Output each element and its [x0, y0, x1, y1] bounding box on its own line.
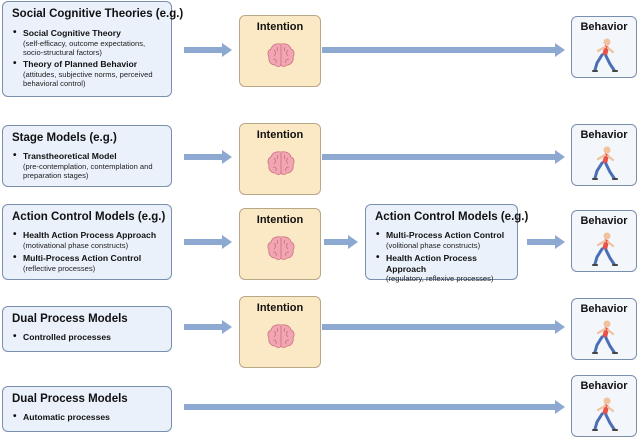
runner-icon — [592, 146, 618, 180]
item-detail: (self-efficacy, outcome expectations, so… — [23, 38, 146, 58]
arrow — [322, 320, 565, 334]
runner-icon — [592, 38, 618, 72]
list-item: Theory of Planned Behavior (attitudes, s… — [13, 58, 165, 89]
arrow — [527, 235, 565, 249]
behavior-box: Behavior — [571, 298, 637, 360]
item-name: Controlled processes — [13, 331, 167, 343]
runner-icon — [592, 397, 618, 431]
intention-label: Intention — [256, 214, 304, 226]
model-box-action-control: Action Control Models (e.g.) Health Acti… — [2, 204, 172, 280]
model-title: Action Control Models (e.g.) — [375, 211, 529, 223]
model-title: Dual Process Models — [12, 393, 128, 405]
list-item: Social Cognitive Theory (self-efficacy, … — [13, 27, 165, 58]
intention-box: Intention — [239, 208, 321, 280]
list-item: Automatic processes — [13, 411, 167, 423]
item-name: Multi-Process Action Control — [13, 252, 167, 264]
arrow — [184, 150, 232, 164]
runner-icon — [592, 320, 618, 354]
item-name: Automatic processes — [13, 411, 167, 423]
item-detail: (pre-contemplation, contemplation and pr… — [23, 161, 153, 181]
item-detail: (volitional phase constructs) — [386, 240, 481, 250]
item-name: Transtheoretical Model — [13, 150, 167, 162]
intention-box: Intention — [239, 15, 321, 87]
model-box-stage: Stage Models (e.g.) Transtheoretical Mod… — [2, 125, 172, 187]
model-title: Dual Process Models — [12, 313, 128, 325]
behavior-label: Behavior — [580, 380, 628, 392]
brain-icon — [267, 43, 295, 67]
list-item: Controlled processes — [13, 331, 167, 343]
behavior-box: Behavior — [571, 375, 637, 437]
arrow — [322, 43, 565, 57]
arrow — [184, 43, 232, 57]
item-detail: (reflective processes) — [23, 263, 96, 273]
arrow — [184, 320, 232, 334]
behavior-label: Behavior — [580, 21, 628, 33]
item-detail: (attitudes, subjective norms, perceived … — [23, 69, 153, 89]
arrow — [184, 400, 565, 414]
brain-icon — [267, 151, 295, 175]
behavior-box: Behavior — [571, 16, 637, 78]
model-box-dual-process-controlled: Dual Process Models Controlled processes — [2, 306, 172, 352]
model-box-social-cognitive: Social Cognitive Theories (e.g.) Social … — [2, 1, 183, 97]
behavior-label: Behavior — [580, 129, 628, 141]
list-item: Health Action Process Approach (motivati… — [13, 229, 167, 250]
item-name: Multi-Process Action Control — [376, 229, 514, 241]
model-title: Stage Models (e.g.) — [12, 132, 117, 144]
item-name: Health Action Process Approach — [13, 229, 167, 241]
behavior-label: Behavior — [580, 215, 628, 227]
intention-label: Intention — [256, 302, 304, 314]
list-item: Multi-Process Action Control (volitional… — [376, 229, 514, 250]
brain-icon — [267, 324, 295, 348]
arrow — [184, 235, 232, 249]
list-item: Health Action Process Approach (regulato… — [376, 252, 514, 284]
intention-box: Intention — [239, 123, 321, 195]
list-item: Multi-Process Action Control (reflective… — [13, 252, 167, 273]
item-detail: (regulatory, reflexive processes) — [386, 274, 494, 284]
item-name: Theory of Planned Behavior — [13, 58, 165, 70]
intention-label: Intention — [256, 21, 304, 33]
model-title: Action Control Models (e.g.) — [12, 211, 166, 223]
list-item: Transtheoretical Model (pre-contemplatio… — [13, 150, 167, 181]
arrow — [324, 235, 358, 249]
model-box-action-control-volitional: Action Control Models (e.g.) Multi-Proce… — [365, 204, 528, 283]
brain-icon — [267, 236, 295, 260]
model-title: Social Cognitive Theories (e.g.) — [12, 8, 184, 20]
item-name: Health Action Process Approach — [376, 252, 514, 274]
arrow — [322, 150, 565, 164]
item-detail: (motivational phase constructs) — [23, 240, 129, 250]
behavior-box: Behavior — [571, 210, 637, 272]
intention-label: Intention — [256, 129, 304, 141]
runner-icon — [592, 232, 618, 266]
model-box-dual-process-automatic: Dual Process Models Automatic processes — [2, 386, 172, 432]
intention-box: Intention — [239, 296, 321, 368]
behavior-label: Behavior — [580, 303, 628, 315]
behavior-box: Behavior — [571, 124, 637, 186]
item-name: Social Cognitive Theory — [13, 27, 165, 39]
